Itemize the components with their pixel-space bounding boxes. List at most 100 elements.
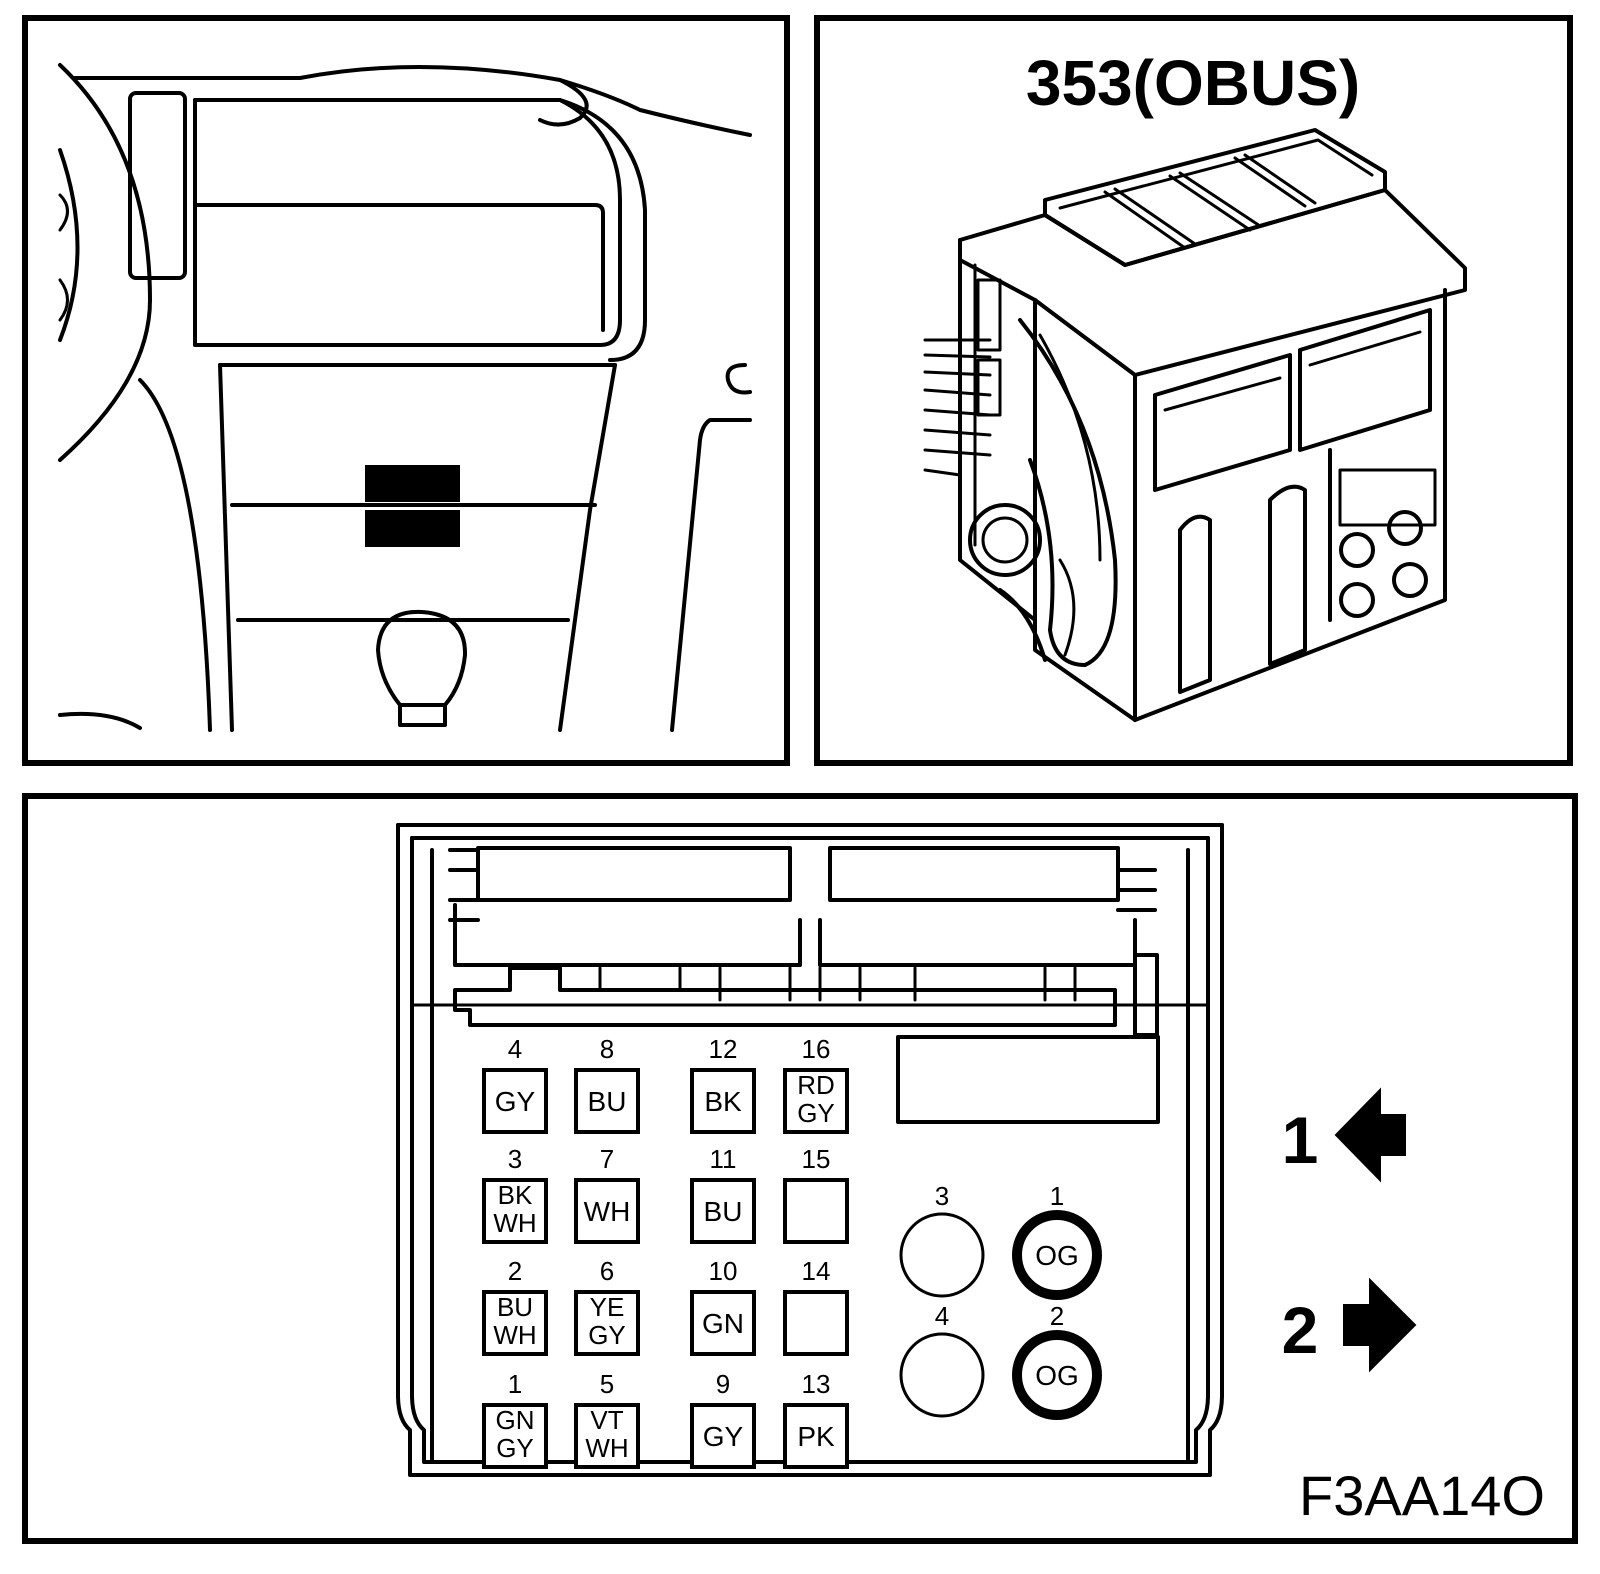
pin-grid: 4GY8BU12BK16RDGY3BKWH7WH11BU152BUWH6YEGY…	[482, 1034, 849, 1469]
wire-color-label: GY	[496, 1433, 534, 1463]
pinout-panel-frame	[22, 793, 1578, 1544]
pin-cavity	[783, 1178, 849, 1244]
round-pin-number: 4	[935, 1301, 949, 1331]
pin-7: 7WH	[574, 1144, 640, 1244]
pin-number: 1	[508, 1369, 522, 1399]
wire-color-label: BU	[588, 1086, 627, 1117]
pin-cavity	[574, 1403, 640, 1469]
pin-cavity	[482, 1068, 548, 1134]
wire-color-label: OG	[1035, 1240, 1079, 1271]
pin-number: 9	[716, 1369, 730, 1399]
wire-color-label: GY	[797, 1098, 835, 1128]
round-pin-number: 1	[1050, 1181, 1064, 1211]
connector-view-panel-frame	[814, 15, 1573, 766]
arrow-right-icon	[1343, 1277, 1417, 1373]
pin-cavity	[482, 1403, 548, 1469]
wire-color-label: GN	[496, 1405, 535, 1435]
wire-color-label: YE	[590, 1292, 625, 1322]
pin-number: 13	[802, 1369, 831, 1399]
pin-4: 4GY	[482, 1034, 548, 1134]
round-pin-cavity	[1012, 1210, 1102, 1300]
pin-number: 4	[508, 1034, 522, 1064]
pin-cavity	[783, 1403, 849, 1469]
round-pin-cavity	[899, 1212, 985, 1298]
pin-number: 7	[600, 1144, 614, 1174]
pin-number: 14	[802, 1256, 831, 1286]
wire-color-label: OG	[1035, 1360, 1079, 1391]
arrow-left-icon	[1334, 1087, 1406, 1183]
connector-title: 353(OBUS)	[1026, 47, 1360, 119]
round-pin-1: 1OG	[1012, 1181, 1102, 1300]
wire-color-label: WH	[493, 1208, 536, 1238]
round-pin-4: 4	[899, 1301, 985, 1418]
wire-color-label: BU	[497, 1292, 533, 1322]
round-pin-cavity	[899, 1332, 985, 1418]
round-pin-cavity	[1012, 1330, 1102, 1420]
wire-color-label: PK	[797, 1421, 835, 1452]
connector-face-outline	[396, 823, 1224, 1477]
pin-cavity	[482, 1178, 548, 1244]
figure-code: F3AA14O	[1299, 1464, 1545, 1527]
pin-cavity	[690, 1290, 756, 1356]
pin-number: 10	[709, 1256, 738, 1286]
arrow-2: 2	[1282, 1277, 1417, 1373]
pin-cavity	[690, 1068, 756, 1134]
pin-cavity	[482, 1290, 548, 1356]
round-pin-3: 3	[899, 1181, 985, 1298]
wire-color-label: RD	[797, 1070, 835, 1100]
pin-cavity	[690, 1403, 756, 1469]
pin-number: 8	[600, 1034, 614, 1064]
pin-number: 12	[709, 1034, 738, 1064]
round-pin-number: 3	[935, 1181, 949, 1211]
wire-color-label: GY	[703, 1421, 744, 1452]
pin-14: 14	[783, 1256, 849, 1356]
pin-number: 2	[508, 1256, 522, 1286]
round-pin-number: 2	[1050, 1301, 1064, 1331]
arrow-1: 1	[1282, 1087, 1406, 1183]
arrow-number: 2	[1282, 1293, 1319, 1367]
wire-color-label: GY	[495, 1086, 536, 1117]
pin-9: 9GY	[690, 1369, 756, 1469]
connector-3d-drawing	[923, 128, 1467, 722]
pin-cavity	[574, 1290, 640, 1356]
pin-number: 3	[508, 1144, 522, 1174]
pin-cavity	[783, 1290, 849, 1356]
pin-number: 6	[600, 1256, 614, 1286]
pin-cavity	[783, 1068, 849, 1134]
pin-8: 8BU	[574, 1034, 640, 1134]
wire-color-label: WH	[584, 1196, 631, 1227]
wire-color-label: WH	[585, 1433, 628, 1463]
wire-color-label: BU	[704, 1196, 743, 1227]
pin-cavity	[574, 1068, 640, 1134]
wire-color-label: BK	[498, 1180, 533, 1210]
pin-number: 16	[802, 1034, 831, 1064]
wire-color-label: VT	[590, 1405, 623, 1435]
pin-number: 5	[600, 1369, 614, 1399]
wire-color-label: WH	[493, 1320, 536, 1350]
pin-cavity	[574, 1178, 640, 1244]
pin-number: 15	[802, 1144, 831, 1174]
location-panel-frame	[22, 15, 790, 766]
wire-color-label: BK	[704, 1086, 742, 1117]
direction-arrows: 12	[1282, 1087, 1417, 1373]
round-pin-2: 2OG	[1012, 1301, 1102, 1420]
pin-cavity	[690, 1178, 756, 1244]
arrow-number: 1	[1282, 1103, 1319, 1177]
pin-15: 15	[783, 1144, 849, 1244]
dashboard-location-drawing	[58, 63, 752, 732]
wire-color-label: GN	[702, 1308, 744, 1339]
wire-color-label: GY	[588, 1320, 626, 1350]
pin-number: 11	[710, 1144, 737, 1174]
